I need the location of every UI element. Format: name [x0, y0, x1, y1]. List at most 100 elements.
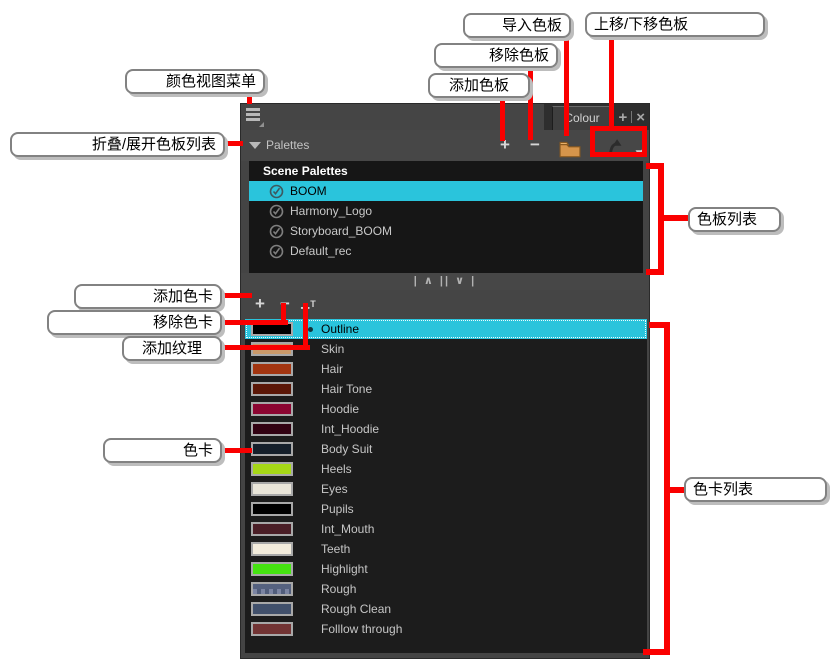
collapse-palette-list-toggle[interactable]: Palettes [249, 138, 309, 152]
colour-chip[interactable] [251, 562, 293, 576]
swatch-name: Rough Clean [321, 602, 392, 616]
swatch-row[interactable]: Heels [245, 459, 647, 479]
colour-chip[interactable] [251, 382, 293, 396]
swatch-row[interactable]: Highlight [245, 559, 647, 579]
palette-name: BOOM [290, 184, 327, 198]
add-palette-icon[interactable]: + [500, 135, 510, 154]
add-texture-icon[interactable]: +T [300, 299, 316, 318]
palette-list: Scene Palettes BOOM Harmony_Logo Storybo… [249, 161, 643, 273]
import-palette-folder-icon[interactable] [559, 137, 581, 161]
bracket-swatch-list-c [664, 487, 685, 493]
callout-import-palette: 导入色板 [463, 13, 571, 38]
palette-check-icon [269, 204, 284, 218]
line-add-texture-v [303, 303, 308, 350]
close-view-icon[interactable]: × [636, 108, 645, 126]
swatch-name: Int_Mouth [321, 522, 375, 536]
callout-remove-palette: 移除色板 [434, 43, 558, 68]
palette-name: Storyboard_BOOM [290, 224, 393, 238]
palette-item[interactable]: Default_rec [249, 241, 643, 261]
swatch-row[interactable]: Eyes [245, 479, 647, 499]
swatch-name: Highlight [321, 562, 368, 576]
swatch-name: Hair Tone [321, 382, 373, 396]
swatch-name: Folllow through [321, 622, 403, 636]
swatch-row[interactable]: Rough [245, 579, 647, 599]
callout-swatch-list: 色卡列表 [684, 477, 827, 502]
callout-add-swatch: 添加色卡 [74, 284, 222, 309]
palette-check-icon [269, 224, 284, 238]
callout-move-palette: 上移/下移色板 [585, 12, 765, 37]
line-swatch [222, 448, 252, 453]
callout-add-palette: 添加色板 [428, 73, 530, 98]
panel-splitter-handle[interactable]: | ∧ || ∨ | [241, 273, 649, 290]
palette-list-header: Scene Palettes [263, 164, 348, 178]
swatch-row[interactable]: Body Suit [245, 439, 647, 459]
swatch-name: Pupils [321, 502, 354, 516]
colour-chip[interactable] [251, 442, 293, 456]
remove-palette-icon[interactable]: − [530, 135, 540, 154]
palette-item[interactable]: Harmony_Logo [249, 201, 643, 221]
swatch-row[interactable]: Pupils [245, 499, 647, 519]
line-add-texture-h [222, 345, 310, 350]
line-add-swatch [222, 293, 252, 298]
swatch-row[interactable]: Rough Clean [245, 599, 647, 619]
add-view-icon[interactable]: + [618, 108, 628, 126]
callout-collapse-palette-list: 折叠/展开色板列表 [10, 132, 225, 157]
colour-chip[interactable] [251, 482, 293, 496]
bracket-swatch-list-b [643, 649, 670, 655]
colour-chip[interactable] [251, 582, 293, 596]
colour-chip[interactable] [251, 542, 293, 556]
palette-item[interactable]: Storyboard_BOOM [249, 221, 643, 241]
colour-view-menu-icon[interactable] [246, 108, 264, 127]
line-import-palette [564, 36, 569, 136]
colour-chip[interactable] [251, 622, 293, 636]
swatch-name: Outline [321, 322, 360, 336]
palettes-header-row: Palettes + − [241, 130, 649, 161]
swatch-row[interactable]: Int_Mouth [245, 519, 647, 539]
colour-chip[interactable] [251, 522, 293, 536]
colour-chip[interactable] [251, 462, 293, 476]
callout-palette-list: 色板列表 [688, 207, 781, 232]
line-collapse-palette-list [224, 141, 243, 146]
bracket-palette-list-t [646, 163, 664, 169]
bracket-swatch-list-t [649, 322, 670, 328]
swatch-name: Hair [321, 362, 344, 376]
swatch-row[interactable]: Hair [245, 359, 647, 379]
current-colour-marker [308, 326, 313, 332]
line-remove-palette [528, 66, 533, 140]
palette-name: Default_rec [290, 244, 352, 258]
palette-item[interactable]: BOOM [249, 181, 643, 201]
colour-chip[interactable] [251, 502, 293, 516]
line-move-palette [609, 36, 614, 126]
bracket-palette-list-c [658, 215, 689, 221]
colour-chip[interactable] [251, 402, 293, 416]
palette-check-icon [269, 184, 284, 198]
add-swatch-icon[interactable]: + [255, 294, 265, 313]
colour-chip[interactable] [251, 362, 293, 376]
highlight-box-move-palette [590, 126, 647, 157]
swatch-name: Int_Hoodie [321, 422, 380, 436]
callout-swatch: 色卡 [103, 438, 222, 463]
line-view-menu [247, 91, 252, 104]
swatch-name: Body Suit [321, 442, 373, 456]
swatch-row[interactable]: Int_Hoodie [245, 419, 647, 439]
swatch-name: Rough [321, 582, 357, 596]
swatch-row[interactable]: Hoodie [245, 399, 647, 419]
callout-remove-swatch: 移除色卡 [47, 310, 222, 335]
swatch-name: Skin [321, 342, 345, 356]
swatch-row[interactable]: Folllow through [245, 619, 647, 639]
swatch-name: Eyes [321, 482, 348, 496]
line-remove-swatch-h [222, 320, 288, 325]
bracket-palette-list-b [646, 269, 664, 275]
colour-chip[interactable] [251, 602, 293, 616]
colour-chip[interactable] [251, 422, 293, 436]
callout-view-menu: 颜色视图菜单 [125, 69, 265, 94]
colour-view-panel: Colour + × Palettes + − [240, 103, 650, 659]
chevron-down-icon [249, 142, 261, 149]
panel-header: Colour + × [241, 104, 649, 130]
line-remove-swatch-v [281, 303, 286, 325]
callout-add-texture: 添加纹理 [122, 336, 222, 361]
swatch-name: Teeth [321, 542, 351, 556]
swatch-row[interactable]: Teeth [245, 539, 647, 559]
swatch-row[interactable]: Hair Tone [245, 379, 647, 399]
